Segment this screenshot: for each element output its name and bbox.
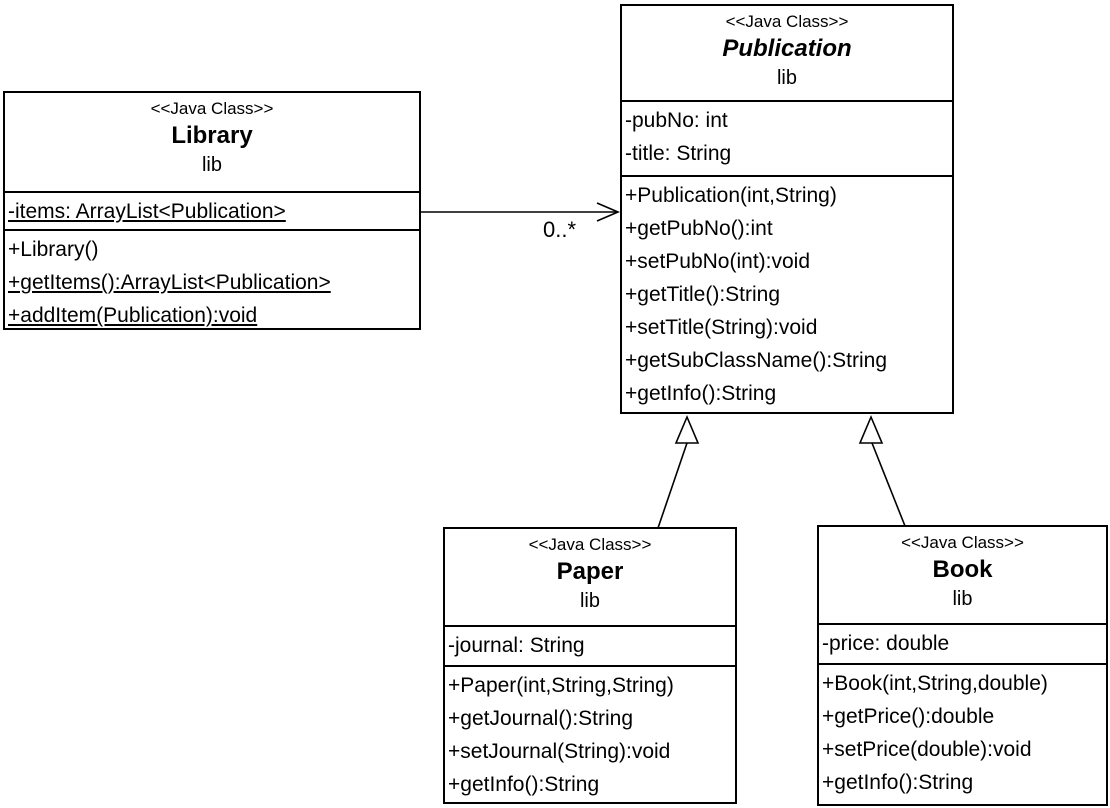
stereotype-label: <<Java Class>> xyxy=(150,99,274,118)
package-label: lib xyxy=(201,154,222,176)
library-methods-compartment: +Library() +getItems():ArrayList<Publica… xyxy=(5,229,419,328)
book-name-compartment: <<Java Class>> Book lib xyxy=(819,527,1106,623)
class-box-library[interactable]: <<Java Class>> Library lib -items: Array… xyxy=(3,91,421,330)
publication-name-compartment: <<Java Class>> Publication lib xyxy=(622,6,952,100)
method-row: +setJournal(String):void xyxy=(448,740,671,763)
class-name-paper: Paper xyxy=(556,558,624,585)
class-name-book: Book xyxy=(932,556,993,583)
method-row: +setPrice(double):void xyxy=(822,738,1032,761)
method-row: +getSubClassName():String xyxy=(625,349,888,372)
book-methods-compartment: +Book(int,String,double) +getPrice():dou… xyxy=(819,663,1106,804)
book-attributes-compartment: -price: double xyxy=(819,623,1106,663)
generalization-line xyxy=(871,442,906,527)
method-row: +getInfo():String xyxy=(448,773,600,796)
method-row: +addItem(Publication):void xyxy=(8,304,258,327)
stereotype-label: <<Java Class>> xyxy=(901,533,1024,552)
paper-attributes-compartment: -journal: String xyxy=(445,625,735,665)
stereotype-label: <<Java Class>> xyxy=(725,12,849,31)
method-row: +getJournal():String xyxy=(448,707,634,730)
class-name-publication: Publication xyxy=(722,35,852,62)
stereotype-label: <<Java Class>> xyxy=(528,535,652,554)
paper-methods-compartment: +Paper(int,String,String) +getJournal():… xyxy=(445,665,735,802)
method-row: +Book(int,String,double) xyxy=(822,672,1048,695)
method-row: +Library() xyxy=(8,238,99,261)
package-label: lib xyxy=(776,67,797,89)
generalization-triangle-icon xyxy=(674,414,700,444)
method-row: +getInfo():String xyxy=(625,382,777,405)
method-row: +Publication(int,String) xyxy=(625,184,837,207)
publication-attributes-compartment: -pubNo: int -title: String xyxy=(622,100,952,175)
generalization-triangle-icon xyxy=(858,414,884,444)
class-box-paper[interactable]: <<Java Class>> Paper lib -journal: Strin… xyxy=(443,527,737,804)
attribute-row: -price: double xyxy=(822,632,950,655)
package-label: lib xyxy=(579,590,600,612)
class-box-publication[interactable]: <<Java Class>> Publication lib -pubNo: i… xyxy=(620,4,954,414)
attribute-row: -pubNo: int xyxy=(625,109,728,132)
attribute-row: -items: ArrayList<Publication> xyxy=(8,200,286,223)
paper-name-compartment: <<Java Class>> Paper lib xyxy=(445,529,735,625)
method-row: +getTitle():String xyxy=(625,283,781,306)
method-row: +getInfo():String xyxy=(822,771,974,794)
method-row: +getPrice():double xyxy=(822,705,995,728)
generalization-paper-publication[interactable] xyxy=(657,414,700,529)
attribute-row: -title: String xyxy=(625,142,732,165)
publication-methods-compartment: +Publication(int,String) +getPubNo():int… xyxy=(622,175,952,412)
class-box-book[interactable]: <<Java Class>> Book lib -price: double +… xyxy=(817,525,1108,806)
method-row: +setTitle(String):void xyxy=(625,316,818,339)
generalization-book-publication[interactable] xyxy=(858,414,906,527)
class-name-library: Library xyxy=(171,122,253,149)
association-multiplicity-label: 0..* xyxy=(543,217,577,242)
method-row: +setPubNo(int):void xyxy=(625,250,811,273)
attribute-row: -journal: String xyxy=(448,634,585,657)
method-row: +getPubNo():int xyxy=(625,217,773,240)
association-library-publication[interactable] xyxy=(421,202,621,222)
method-row: +Paper(int,String,String) xyxy=(448,674,674,697)
library-attributes-compartment: -items: ArrayList<Publication> xyxy=(5,191,419,229)
generalization-line xyxy=(657,442,688,529)
open-arrowhead-icon xyxy=(596,202,621,222)
package-label: lib xyxy=(952,588,973,610)
method-row: +getItems():ArrayList<Publication> xyxy=(8,271,331,294)
library-name-compartment: <<Java Class>> Library lib xyxy=(5,93,419,191)
